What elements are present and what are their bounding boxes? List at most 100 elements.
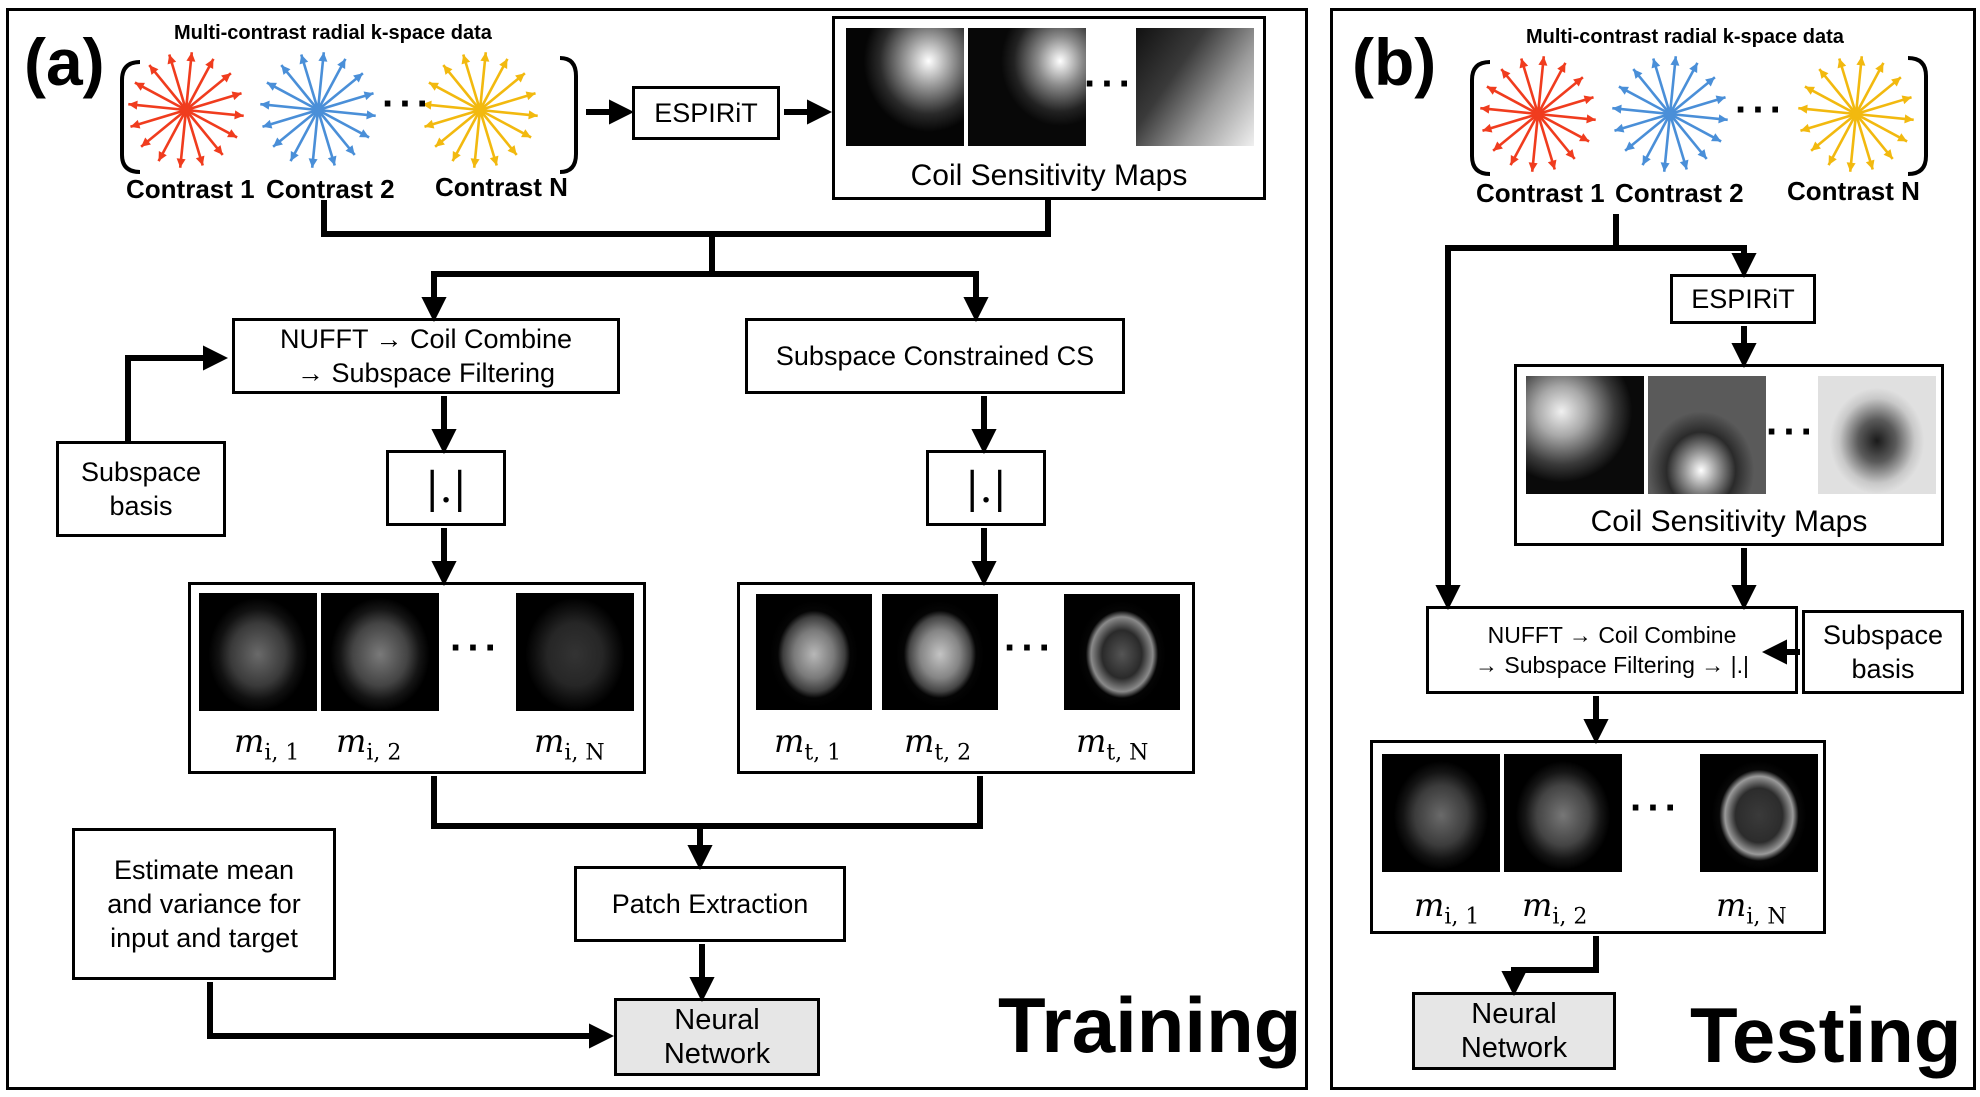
- label-m-t-1: mt, 1: [774, 722, 842, 766]
- kspace-spoke-arrowhead: [1565, 149, 1575, 159]
- nn-line2-a: Network: [663, 1038, 771, 1070]
- kspace-spoke: [422, 102, 481, 112]
- kspace-spoke-arrowhead: [1633, 69, 1643, 79]
- estimate-line1: Estimate mean: [113, 855, 295, 885]
- kspace-spoke-arrowhead: [1705, 77, 1715, 87]
- kspace-spoke-arrowhead: [363, 91, 374, 101]
- contrast-n-label-a: Contrast N: [435, 172, 568, 202]
- kspace-spoke-arrowhead: [128, 100, 138, 110]
- kspace-spoke: [1855, 112, 1908, 143]
- kspace-spoke-arrowhead: [1642, 155, 1651, 166]
- kspace-spoke: [1848, 113, 1858, 172]
- kspace-spoke: [1798, 106, 1857, 116]
- kspace-spoke-arrowhead: [266, 82, 277, 91]
- kspace-spoke: [266, 81, 319, 112]
- kspace-spoke-arrowhead: [1583, 95, 1594, 105]
- nufft-line1-a: NUFFT → Coil Combine: [279, 324, 573, 354]
- estimate-line3: input and target: [110, 923, 298, 953]
- kspace-spoke: [1669, 112, 1728, 122]
- kspace-spoke: [1669, 112, 1722, 143]
- kspace-spoke: [1537, 76, 1584, 116]
- kspace-spoke-arrowhead: [1618, 86, 1629, 95]
- kspace-spoke: [280, 64, 320, 111]
- kspace-spoke-arrowhead: [1856, 56, 1866, 66]
- kspace-spoke: [1618, 85, 1671, 116]
- kspace-contrast-n-b: [1798, 56, 1914, 172]
- kspace-spoke-arrowhead: [1711, 133, 1722, 142]
- kspace-spoke-arrowhead: [1804, 86, 1815, 95]
- kspace-spoke: [1669, 76, 1716, 116]
- input-image-1: [199, 593, 317, 711]
- kspace-spoke-arrowhead: [281, 65, 291, 75]
- kspace-spoke-arrowhead: [167, 54, 177, 65]
- kspace-spoke-arrowhead: [424, 119, 435, 129]
- kspace-spoke-arrowhead: [186, 52, 196, 62]
- kspace-spoke-arrowhead: [1573, 77, 1583, 87]
- kspace-spoke: [130, 108, 187, 128]
- contrast-1-label-b: Contrast 1: [1476, 178, 1605, 208]
- kspace-spoke-arrowhead: [221, 73, 231, 83]
- kspace-center: [314, 106, 322, 114]
- kspace-spoke: [478, 109, 518, 156]
- kspace-spoke: [316, 109, 356, 156]
- magnitude-box-target: |.|: [926, 450, 1046, 526]
- kspace-spoke-arrowhead: [435, 137, 445, 147]
- kspace-spoke: [1800, 112, 1857, 132]
- kspace-spoke-arrowhead: [1670, 56, 1680, 66]
- target-image-n: [1064, 594, 1180, 710]
- kspace-spoke-arrowhead: [366, 110, 376, 120]
- kspace-spoke-arrowhead: [1897, 133, 1908, 142]
- kspace-contrast-1-b: [1480, 56, 1596, 172]
- kspace-spoke: [428, 81, 481, 112]
- kspace-spoke: [289, 109, 320, 162]
- label-m-i-n-b: mi, N: [1716, 886, 1787, 930]
- kspace-spoke-arrowhead: [176, 158, 186, 168]
- kspace-spoke: [479, 108, 532, 139]
- kspace-spoke: [479, 92, 536, 112]
- kspace-spoke: [479, 72, 526, 112]
- kspace-spoke: [478, 58, 509, 111]
- kspace-spoke-arrowhead: [1800, 123, 1811, 133]
- kspace-spoke: [442, 64, 482, 111]
- kspace-spoke: [1827, 113, 1858, 166]
- kspace-spoke-arrowhead: [158, 151, 167, 162]
- kspace-spoke-arrowhead: [1697, 149, 1707, 159]
- kspace-spoke: [1854, 62, 1885, 115]
- kspace-spoke: [184, 52, 194, 111]
- kspace-spoke-arrowhead: [1625, 141, 1635, 151]
- subspace-basis-line1-a: Subspace: [80, 457, 202, 487]
- output-image-2-b: [1504, 754, 1622, 872]
- label-m-i-2: mi, 2: [336, 722, 402, 766]
- kspace-spoke: [1669, 96, 1726, 116]
- nufft-line2-b: → Subspace Filtering → |.|: [1474, 652, 1749, 678]
- input-images-dots: ···: [450, 626, 502, 670]
- kspace-spoke-arrowhead: [1689, 62, 1698, 73]
- kspace-spoke-arrowhead: [528, 110, 538, 120]
- kspace-spoke: [185, 108, 238, 139]
- kspace-spoke: [1854, 113, 1894, 160]
- kspace-spoke-arrowhead: [1798, 104, 1808, 114]
- kspace-spoke: [1537, 112, 1590, 143]
- kspace-spoke-arrowhead: [499, 58, 508, 69]
- training-label: Training: [998, 981, 1302, 1069]
- kspace-spoke: [1536, 56, 1546, 115]
- kspace-spoke-arrowhead: [1875, 62, 1884, 73]
- kspace-spoke-arrowhead: [318, 52, 328, 62]
- kspace-spoke: [168, 54, 188, 111]
- kspace-contrast-2-b: [1612, 56, 1728, 172]
- kspace-spoke-arrowhead: [470, 158, 480, 168]
- nn-line1-a: Neural: [674, 1004, 760, 1036]
- kspace-spoke: [262, 108, 319, 128]
- coil-maps-dots-a: ···: [1084, 62, 1136, 106]
- kspace-spoke: [1668, 113, 1688, 170]
- panel-a-letter: (a): [24, 25, 105, 99]
- subspace-basis-box-a: Subspace basis: [56, 441, 226, 537]
- subspace-cs-box: Subspace Constrained CS: [745, 318, 1125, 394]
- panel-b-testing: [1330, 8, 1976, 1090]
- kspace-spoke-arrowhead: [1715, 95, 1726, 105]
- kspace-spoke: [1530, 113, 1540, 172]
- kspace-contrast-1-a: [128, 52, 244, 168]
- kspace-spoke: [1537, 96, 1594, 116]
- kspace-spoke: [472, 109, 482, 168]
